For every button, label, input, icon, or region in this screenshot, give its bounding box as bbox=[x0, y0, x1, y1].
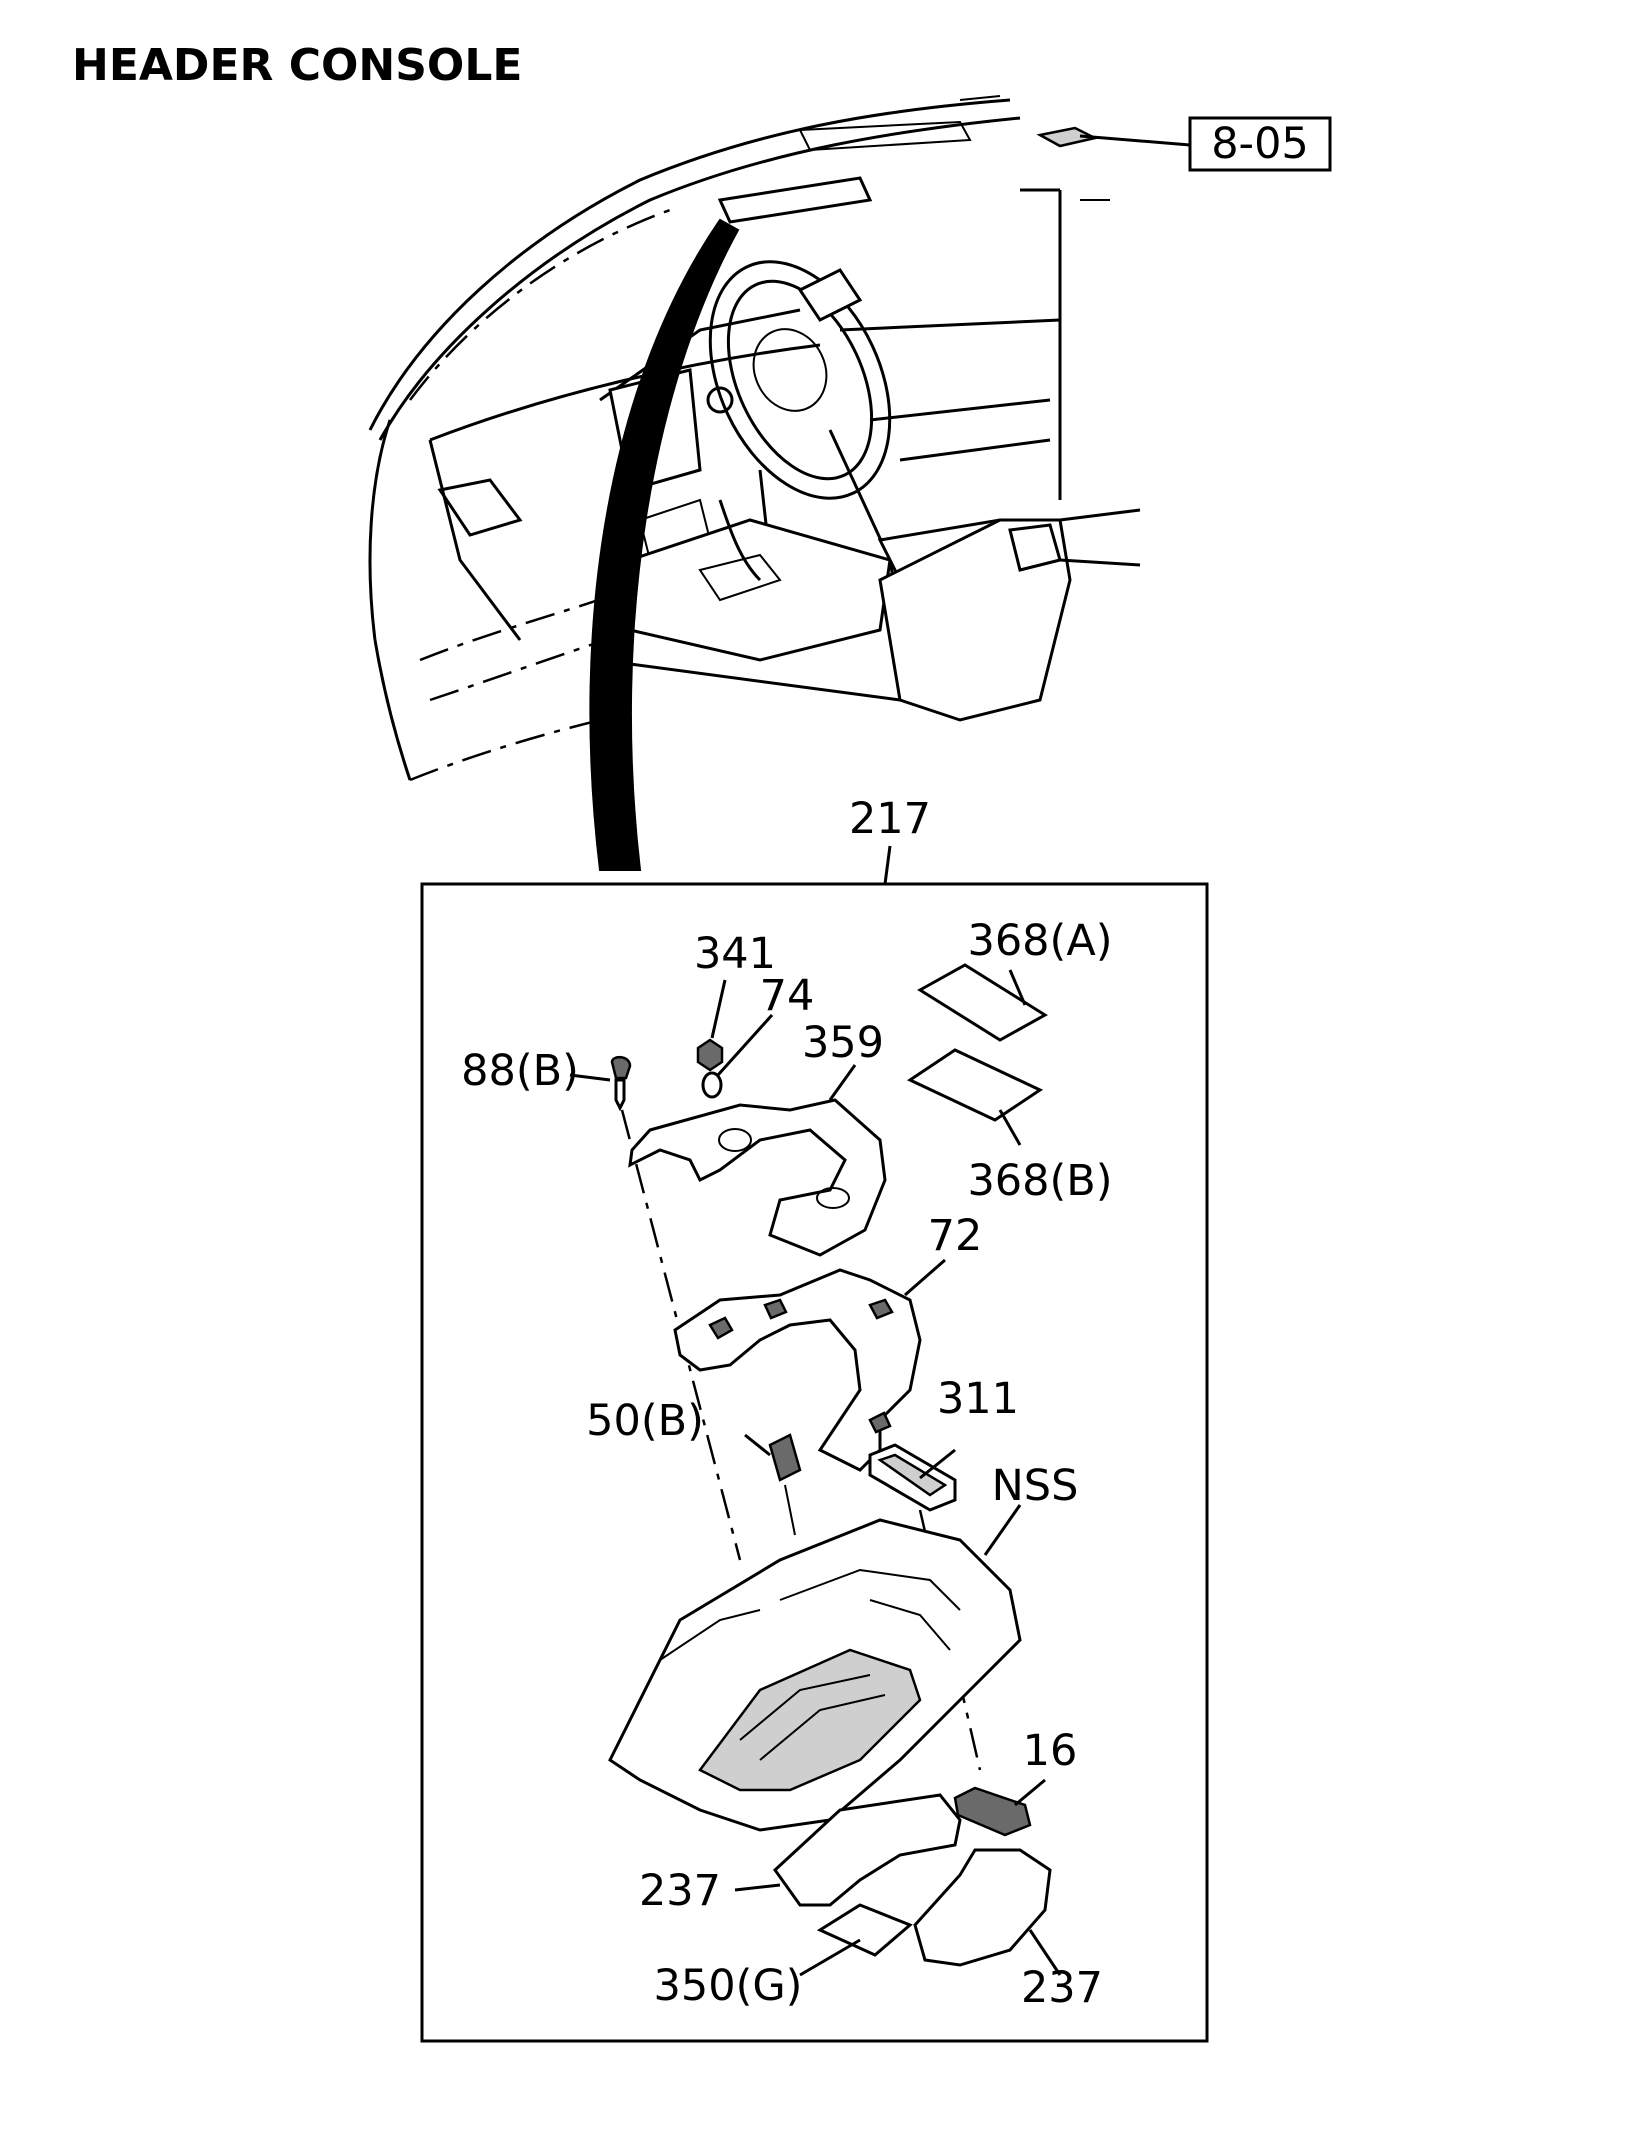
part-50b-clip bbox=[768, 1433, 802, 1482]
part-341-nut bbox=[696, 1038, 724, 1072]
part-16-lamp bbox=[953, 1786, 1032, 1837]
label-350g: 350(G) bbox=[654, 1961, 803, 2011]
label-359: 359 bbox=[802, 1018, 884, 1068]
part-359-bracket bbox=[628, 1098, 887, 1257]
part-368b-pad bbox=[906, 1048, 1044, 1122]
callout-labels: 341 74 359 368(A) 368(B) 88(B) 72 50(B) … bbox=[461, 916, 1112, 2013]
reference-callout: 8-05 bbox=[1036, 116, 1332, 172]
part-88b-screw bbox=[610, 1056, 632, 1080]
page-title: HEADER CONSOLE bbox=[72, 40, 523, 91]
label-88b: 88(B) bbox=[461, 1046, 579, 1096]
label-368a: 368(A) bbox=[967, 916, 1112, 966]
label-217: 217 bbox=[849, 794, 931, 844]
assembly-frame: 217 bbox=[420, 794, 1209, 2043]
label-341: 341 bbox=[694, 929, 776, 979]
parts bbox=[569, 963, 1062, 1977]
label-72: 72 bbox=[928, 1211, 983, 1261]
vehicle-interior-illustration bbox=[368, 95, 1141, 871]
label-237-right: 237 bbox=[1021, 1963, 1103, 2013]
label-50b: 50(B) bbox=[586, 1396, 704, 1446]
reference-box-label: 8-05 bbox=[1211, 119, 1309, 169]
part-368a-pad bbox=[917, 963, 1048, 1042]
label-237-left: 237 bbox=[639, 1866, 721, 1916]
label-nss: NSS bbox=[992, 1461, 1079, 1511]
label-74: 74 bbox=[760, 971, 815, 1021]
part-237-cover-right bbox=[913, 1848, 1052, 1967]
part-350g-label bbox=[816, 1903, 913, 1957]
part-72-bracket bbox=[673, 1268, 922, 1472]
label-311: 311 bbox=[937, 1374, 1019, 1424]
part-74-washer bbox=[701, 1071, 723, 1099]
part-237-cover-left bbox=[773, 1793, 962, 1907]
label-368b: 368(B) bbox=[967, 1156, 1112, 1206]
label-16: 16 bbox=[1023, 1726, 1078, 1776]
reference-box bbox=[1188, 116, 1332, 172]
